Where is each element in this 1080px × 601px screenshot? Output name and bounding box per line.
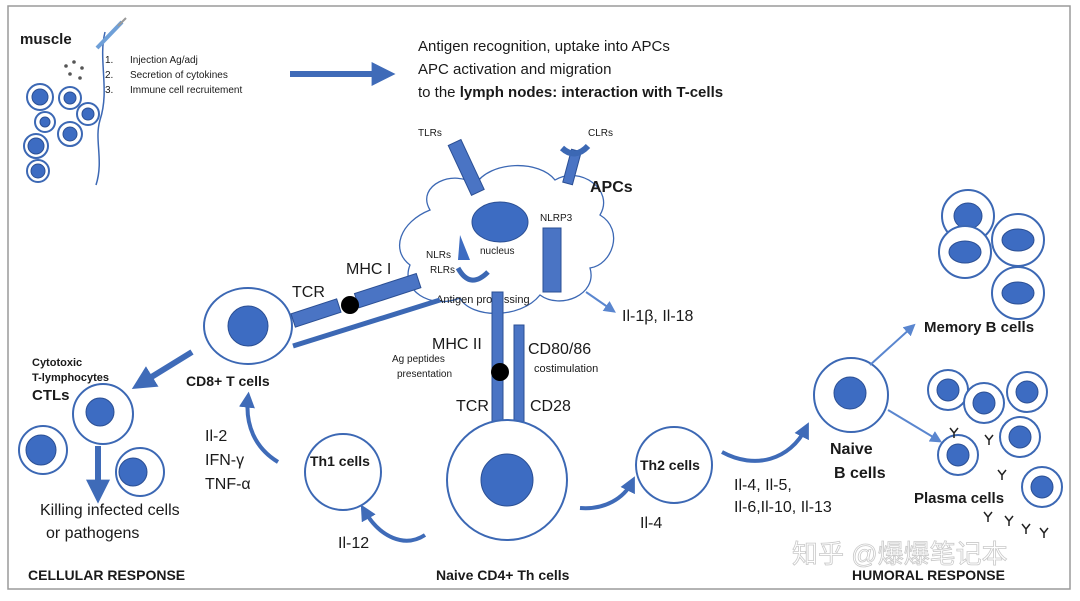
cd8-cytokine-arrow: [238, 391, 280, 464]
cd8-cytokine-1: Il-2: [205, 428, 227, 445]
mhc2-tcr-stalk: [491, 291, 504, 425]
costim-label: costimulation: [534, 363, 598, 375]
rlr-receptor: [455, 266, 490, 283]
nlrp3-receptor: [542, 227, 562, 293]
il12-arrow: [360, 504, 427, 543]
nlrp3-label: NLRP3: [540, 213, 573, 224]
memory-cells: [938, 189, 1045, 320]
cd4-cell-group: MHC II Ag peptides presentation CD80/86 …: [304, 291, 713, 583]
header-line-3: to the lymph nodes: interaction with T-c…: [418, 84, 723, 101]
clr-head: [559, 143, 591, 157]
cd8-cytokine-3: TNF-α: [205, 476, 251, 493]
bcell-cytokines-2: Il-6,Il-10, Il-13: [734, 499, 832, 516]
mhc1-label: MHC I: [346, 261, 391, 278]
watermark: 知乎 @爆爆笔记本: [792, 539, 1008, 569]
il12-label: Il-12: [338, 535, 369, 552]
nlrs-label: NLRs: [426, 250, 451, 261]
ctl-label-2: T-lymphocytes: [32, 372, 109, 384]
target-cell-2-nucleus: [118, 457, 148, 487]
cd80-label: CD80/86: [528, 341, 591, 358]
muscle-panel: muscle 1. Injection Ag/adj 2. Secretion …: [20, 17, 242, 186]
step-2-number: 2.: [105, 70, 113, 81]
th1-label: Th1 cells: [310, 453, 370, 469]
mhc2-label: MHC II: [432, 336, 482, 353]
antigen-processing-label: Antigen processing: [436, 294, 530, 306]
ctl-nucleus: [85, 397, 115, 427]
naive-bcell-label-1: Naive: [830, 441, 873, 458]
th2-label: Th2 cells: [640, 457, 700, 473]
cd4-nucleus: [480, 453, 534, 507]
plasma-arrow: [887, 409, 943, 443]
rlrs-label: RLRs: [430, 265, 455, 276]
plasma-cells: [927, 369, 1063, 508]
cd8-cytokine-2: IFN-γ: [205, 452, 244, 469]
tcr-cd8-label: TCR: [292, 284, 325, 301]
tcr-cd8: [290, 298, 342, 328]
cd8-cell-group: MHC I TCR CD8+ T cells Il-2 IFN-γ TNF-α: [186, 261, 441, 493]
apc-cell: nucleus TLRs CLRs APCs NLRP3 NLRs RLRs A…: [399, 128, 694, 325]
step-3-number: 3.: [105, 85, 113, 96]
ctl-short-label: CTLs: [32, 387, 70, 404]
il1-label: Il-1β, Il-18: [622, 308, 694, 325]
naive-bcell-label-2: B cells: [834, 465, 886, 482]
nlr-receptor: [458, 235, 470, 260]
header: Antigen recognition, uptake into APCs AP…: [418, 38, 723, 101]
muscle-title: muscle: [20, 31, 72, 48]
header-line-1: Antigen recognition, uptake into APCs: [418, 38, 670, 55]
mhc1-binding-dot: [341, 296, 359, 314]
apc-nucleus: [471, 201, 529, 243]
cd4-label: Naive CD4+ Th cells: [436, 567, 570, 583]
cd8-nucleus: [227, 305, 269, 347]
syringe-plunger: [117, 17, 127, 27]
ctl-arrow: [131, 349, 194, 390]
killing-line-2: or pathogens: [46, 525, 139, 542]
step-3: Immune cell recruitement: [130, 85, 242, 96]
step-1: Injection Ag/adj: [130, 55, 198, 66]
th1-cell: [304, 433, 382, 511]
tlr-receptor: [447, 138, 485, 196]
il1-arrow: [585, 291, 616, 313]
clrs-label: CLRs: [588, 128, 613, 139]
peptides-label-1: Ag peptides: [392, 354, 445, 365]
nucleus-label: nucleus: [480, 246, 514, 257]
il4-arrow: [579, 476, 635, 511]
apcs-label: APCs: [590, 179, 633, 196]
antigen-dots: [64, 60, 84, 80]
syringe-icon: [95, 20, 124, 50]
tcr-cd4-label: TCR: [456, 398, 489, 415]
mhc2-binding-dot: [491, 363, 509, 381]
killing-line-1: Killing infected cells: [40, 502, 180, 519]
muscle-cells: [23, 83, 100, 183]
header-line-2: APC activation and migration: [418, 61, 611, 78]
memory-arrow: [869, 323, 916, 366]
cellular-response-label: CELLULAR RESPONSE: [28, 567, 185, 583]
tlrs-label: TLRs: [418, 128, 442, 139]
ctl-label-1: Cytotoxic: [32, 357, 82, 369]
th2-cell: [635, 426, 713, 504]
cd80-cd28-stalk: [513, 324, 525, 424]
il4-label: Il-4: [640, 515, 662, 532]
target-cell-1-nucleus: [25, 434, 57, 466]
step-2: Secretion of cytokines: [130, 70, 228, 81]
naive-bcell-nucleus: [833, 376, 867, 410]
cd8-link: [292, 297, 441, 349]
plasma-label: Plasma cells: [914, 490, 1004, 507]
ctl-group: Cytotoxic T-lymphocytes CTLs Killing inf…: [18, 349, 194, 583]
step-1-number: 1.: [105, 55, 113, 66]
th2-to-bcell-arrow: [721, 422, 809, 463]
muscle-membrane: [95, 31, 106, 186]
bcell-group: Il-4, Il-5, Il-6,Il-10, Il-13 Naive B ce…: [721, 189, 1063, 583]
cd8-label: CD8+ T cells: [186, 373, 270, 389]
bcell-cytokines-1: Il-4, Il-5,: [734, 477, 792, 494]
cd28-label: CD28: [530, 398, 571, 415]
peptides-label-2: presentation: [397, 369, 452, 380]
memory-label: Memory B cells: [924, 319, 1034, 336]
humoral-response-label: HUMORAL RESPONSE: [852, 567, 1005, 583]
antibody-icons: [949, 427, 1049, 538]
